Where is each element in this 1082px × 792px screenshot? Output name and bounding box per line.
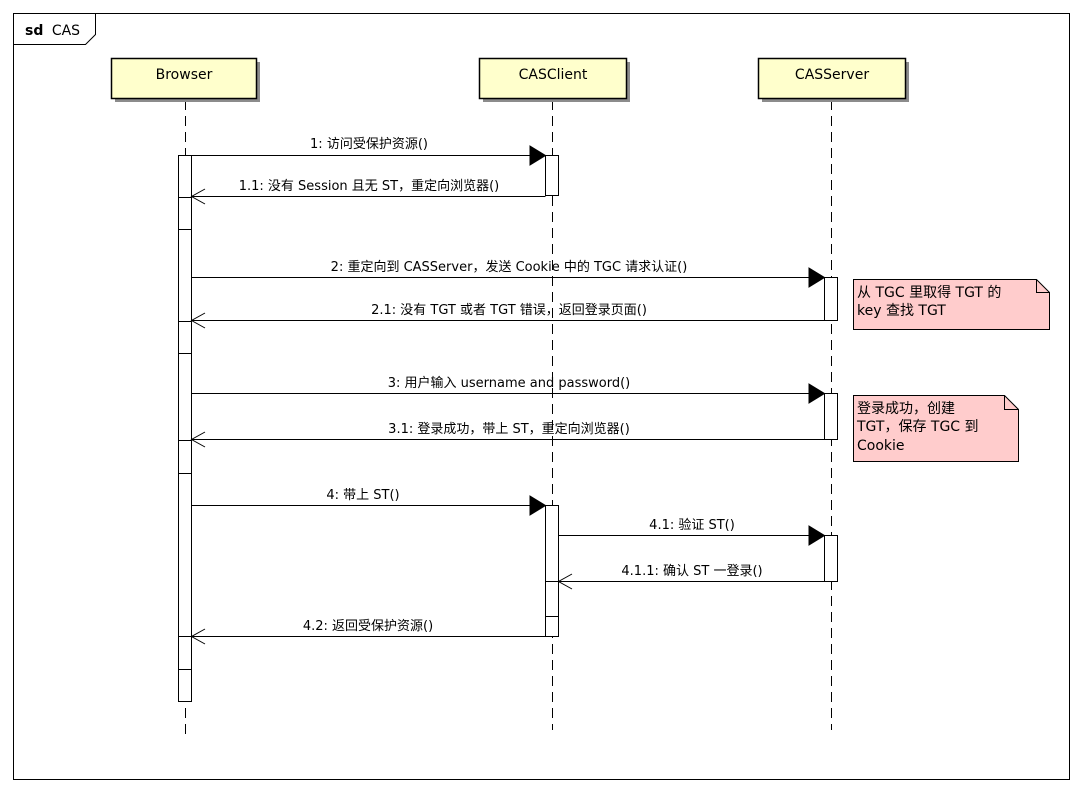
activation-bar xyxy=(545,155,559,196)
note-line: Cookie xyxy=(857,438,905,454)
note-login-success[interactable]: 登录成功，创建 TGT，保存 TGC 到 Cookie xyxy=(853,395,1019,462)
activation-bar xyxy=(545,616,559,637)
note-line: 登录成功，创建 xyxy=(857,401,955,417)
arrowhead-filled xyxy=(529,495,547,516)
note-tgc-lookup[interactable]: 从 TGC 里取得 TGT 的 key 查找 TGT xyxy=(853,279,1050,330)
lifeline-name-casserver: CASServer xyxy=(795,67,869,83)
message-label-4-2: 4.2: 返回受保护资源() xyxy=(303,619,433,634)
lifeline-name-casclient: CASClient xyxy=(519,67,588,83)
frame-label: sd CAS xyxy=(25,23,80,39)
messages xyxy=(190,145,826,645)
message-label-4-1: 4.1: 验证 ST() xyxy=(649,517,735,533)
activation-bar xyxy=(178,321,192,354)
message-label-4: 4: 带上 ST() xyxy=(326,488,399,503)
message-labels: 1: 访问受保护资源() 1.1: 没有 Session 且无 ST，重定向浏览… xyxy=(239,137,763,634)
message-label-1-1: 1.1: 没有 Session 且无 ST，重定向浏览器() xyxy=(239,178,500,194)
activations xyxy=(178,155,838,702)
arrowhead-open xyxy=(190,188,206,205)
note-line: TGT，保存 TGC 到 xyxy=(856,419,979,435)
message-label-3-1: 3.1: 登录成功，带上 ST，重定向浏览器() xyxy=(388,421,630,437)
arrowhead-open xyxy=(190,628,206,645)
message-label-2-1: 2.1: 没有 TGT 或者 TGT 错误，返回登录页面() xyxy=(371,303,647,318)
arrowhead-filled xyxy=(808,525,826,546)
frame-name: CAS xyxy=(52,23,80,39)
activation-bar xyxy=(824,535,838,582)
activation-bar xyxy=(178,473,192,637)
lifeline-head-casclient[interactable]: CASClient xyxy=(478,57,631,103)
message-label-1: 1: 访问受保护资源() xyxy=(310,137,428,152)
activation-bar xyxy=(178,197,192,230)
activation-bar xyxy=(545,505,559,582)
arrowhead-filled xyxy=(808,267,826,288)
arrowhead-open xyxy=(557,573,573,590)
arrowhead-filled xyxy=(529,145,547,166)
activation-bar xyxy=(178,440,192,474)
note-line: 从 TGC 里取得 TGT 的 xyxy=(857,284,1001,301)
activation-bar xyxy=(178,353,192,441)
arrowhead-open xyxy=(190,431,206,448)
message-label-2: 2: 重定向到 CASServer，发送 Cookie 中的 TGC 请求认证(… xyxy=(331,259,688,275)
message-label-3: 3: 用户输入 username and password() xyxy=(388,375,631,391)
lifeline-head-browser[interactable]: Browser xyxy=(110,57,261,103)
arrowhead-filled xyxy=(808,383,826,404)
activation-bar xyxy=(178,636,192,670)
activation-bar xyxy=(178,669,192,702)
frame-border xyxy=(13,13,1070,780)
lifeline-heads: Browser CASClient CASServer xyxy=(110,57,910,103)
frame-label-tab xyxy=(13,13,96,45)
frame: sd CAS xyxy=(13,13,1070,780)
activation-bar xyxy=(824,393,838,440)
activation-bar xyxy=(178,229,192,322)
lifeline-name-browser: Browser xyxy=(156,67,213,83)
message-label-4-1-1: 4.1.1: 确认 ST 一登录() xyxy=(621,564,762,579)
lifeline-head-casserver[interactable]: CASServer xyxy=(757,57,910,103)
activation-bar xyxy=(824,277,838,321)
arrowhead-open xyxy=(190,312,206,329)
frame-keyword: sd xyxy=(25,23,43,39)
activation-bar xyxy=(545,581,559,617)
activation-bar xyxy=(178,155,192,198)
note-line: key 查找 TGT xyxy=(857,303,946,319)
